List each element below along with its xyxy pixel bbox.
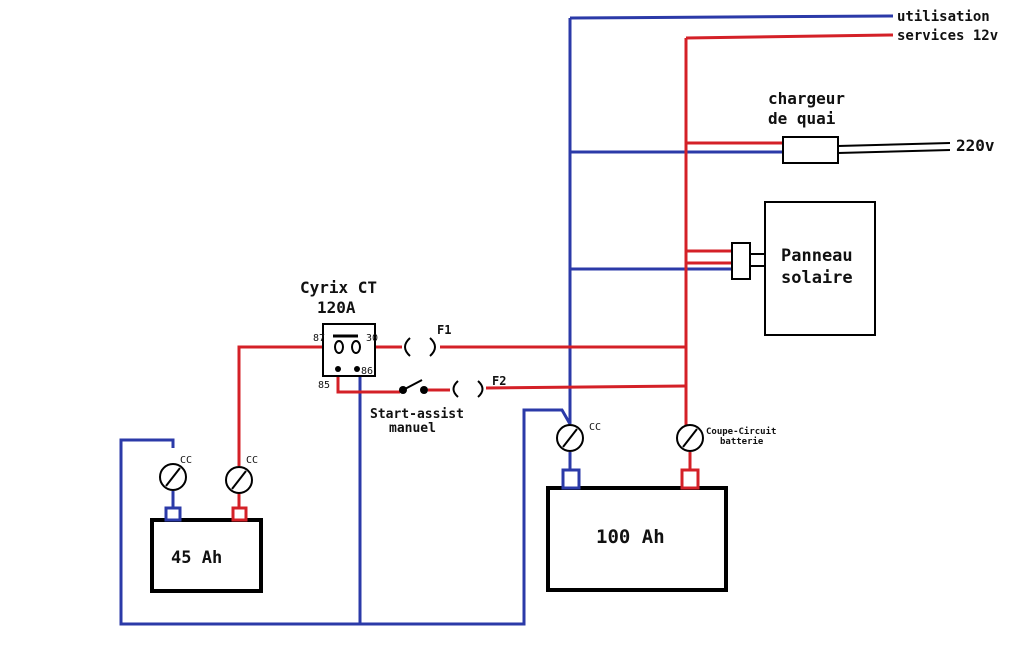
- coupe-circuit-label-1: Coupe-Circuit: [706, 426, 776, 437]
- negative-wires: [119, 14, 894, 626]
- battery-100ah: [546, 486, 728, 592]
- solar-regulator-box: [731, 242, 751, 280]
- fuse-f1: [404, 337, 436, 357]
- battery-45ah: [150, 518, 263, 593]
- battery-45ah-pos-terminal: [231, 506, 248, 522]
- pin-86-label: 86: [361, 366, 373, 377]
- mains-220v-label: 220v: [956, 136, 995, 155]
- negative-ground-loop: [119, 408, 572, 626]
- cc-100-neg-label: CC: [589, 422, 601, 433]
- solar-panel-label-2: solaire: [781, 268, 853, 288]
- cc-45-pos-label: CC: [246, 455, 258, 466]
- fuse-f2: [452, 380, 484, 398]
- positive-f2-to-bus: [485, 384, 687, 390]
- services-label: services 12v: [897, 28, 998, 44]
- positive-cyrix-85-to-switch: [336, 372, 400, 394]
- battery-45ah-neg-terminal: [164, 506, 182, 522]
- cc-switch-100-neg: [556, 424, 584, 452]
- pin-87-label: 87: [313, 333, 325, 344]
- start-assist-label-1: Start-assist: [370, 407, 464, 422]
- charger-box: [782, 136, 839, 164]
- positive-wires: [237, 33, 894, 508]
- solar-panel-box: [764, 201, 876, 336]
- cyrix-relay: [322, 323, 376, 377]
- cyrix-label-1: Cyrix CT: [300, 278, 377, 297]
- pin-30-label: 30: [366, 333, 378, 344]
- cc-switch-100-pos: [676, 424, 704, 452]
- charger-label-1: chargeur: [768, 89, 845, 108]
- negative-to-utilisation: [569, 14, 894, 20]
- cc-45-neg-label: CC: [180, 455, 192, 466]
- battery-100ah-neg-terminal: [561, 468, 581, 490]
- solar-panel-label-1: Panneau: [781, 246, 853, 266]
- battery-100ah-label: 100 Ah: [596, 526, 665, 548]
- start-assist-label-2: manuel: [389, 421, 436, 436]
- charger-label-2: de quai: [768, 109, 836, 128]
- positive-45-to-cyrix-87: [237, 345, 323, 466]
- coupe-circuit-label-2: batterie: [720, 436, 764, 447]
- pin-85-label: 85: [318, 380, 330, 391]
- fuse-f2-label: F2: [492, 374, 506, 388]
- fuse-f1-label: F1: [437, 323, 451, 337]
- battery-45ah-label: 45 Ah: [171, 548, 222, 568]
- cyrix-label-2: 120A: [317, 298, 356, 317]
- positive-to-utilisation: [685, 33, 894, 40]
- cc-switch-45-pos: [225, 466, 253, 494]
- cc-switch-45-neg: [159, 463, 187, 491]
- start-assist-switch: [399, 379, 428, 394]
- battery-100ah-pos-terminal: [680, 468, 700, 490]
- utilisation-label: utilisation: [897, 9, 990, 25]
- mains-wires: [837, 142, 951, 154]
